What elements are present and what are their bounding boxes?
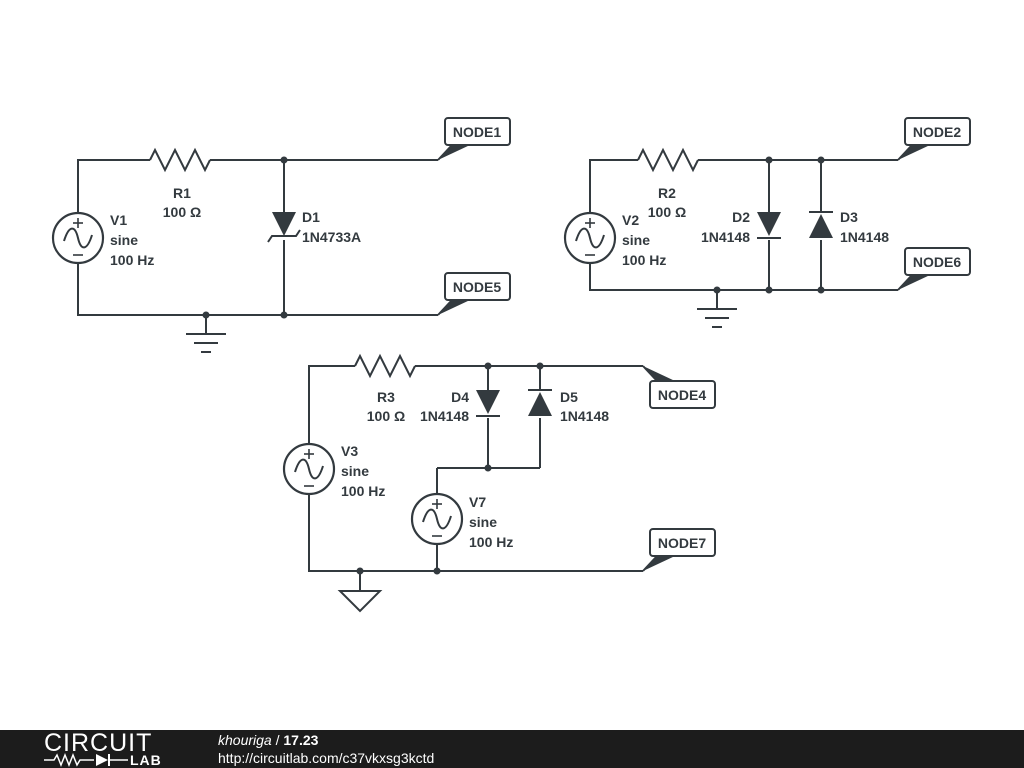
d3-part-label: 1N4148: [840, 229, 889, 245]
v2-name-label: V2: [622, 212, 639, 228]
circuit-title: 17.23: [283, 732, 319, 748]
resistor-r3[interactable]: [354, 353, 416, 379]
ground-symbol-2: [697, 308, 737, 328]
node7-label: NODE7: [658, 535, 706, 551]
resistor-r2[interactable]: [637, 147, 699, 173]
circuitlab-logo[interactable]: CIRCUIT LAB: [44, 731, 174, 767]
node5-label: NODE5: [453, 279, 501, 295]
d1-part-label: 1N4733A: [302, 229, 361, 245]
author-name[interactable]: khouriga: [218, 732, 272, 748]
v3-freq-label: 100 Hz: [341, 483, 385, 499]
resistor-r1[interactable]: [149, 147, 211, 173]
v1-name-label: V1: [110, 212, 127, 228]
r2-name-label: R2: [658, 185, 676, 201]
voltage-source-v3[interactable]: [282, 442, 336, 496]
d4-name-label: D4: [451, 389, 469, 405]
diode-d1[interactable]: [267, 212, 301, 243]
diode-d4[interactable]: [476, 390, 500, 417]
v1-type-label: sine: [110, 232, 138, 248]
credit-line: khouriga / 17.23: [218, 731, 318, 749]
d2-name-label: D2: [732, 209, 750, 225]
diode-d3[interactable]: [809, 211, 833, 238]
r3-value-label: 100 Ω: [367, 408, 405, 424]
logo-circuit-text: CIRCUIT: [44, 729, 153, 757]
credit-separator: /: [271, 732, 284, 748]
d4-part-label: 1N4148: [420, 408, 469, 424]
r3-name-label: R3: [377, 389, 395, 405]
r1-value-label: 100 Ω: [163, 204, 201, 220]
d5-part-label: 1N4148: [560, 408, 609, 424]
circuit-2-wires: [589, 159, 898, 309]
v7-type-label: sine: [469, 514, 497, 530]
diode-d5[interactable]: [528, 389, 552, 416]
voltage-source-v7[interactable]: [410, 492, 464, 546]
v7-name-label: V7: [469, 494, 486, 510]
ground-symbol-1: [186, 333, 226, 353]
v3-name-label: V3: [341, 443, 358, 459]
d3-name-label: D3: [840, 209, 858, 225]
v2-type-label: sine: [622, 232, 650, 248]
diode-d2[interactable]: [757, 212, 781, 239]
logo-lab-text: LAB: [130, 752, 162, 768]
node6-label: NODE6: [913, 254, 961, 270]
ground-triangle-3: [337, 590, 383, 613]
node4-label: NODE4: [658, 387, 706, 403]
v1-freq-label: 100 Hz: [110, 252, 154, 268]
v3-type-label: sine: [341, 463, 369, 479]
v7-freq-label: 100 Hz: [469, 534, 513, 550]
d1-name-label: D1: [302, 209, 320, 225]
node7-flag[interactable]: [642, 528, 716, 572]
voltage-source-v2[interactable]: [563, 211, 617, 265]
d5-name-label: D5: [560, 389, 578, 405]
node1-label: NODE1: [453, 124, 501, 140]
v2-freq-label: 100 Hz: [622, 252, 666, 268]
junction-dots: [202, 156, 825, 575]
resistor-diode-logo-icon: [44, 753, 128, 767]
node6-flag[interactable]: [897, 247, 971, 291]
node2-label: NODE2: [913, 124, 961, 140]
footer-bar: [0, 730, 1024, 768]
schematic-canvas: R1 100 Ω V1 sine 100 Hz D1 1N4733A R2 10…: [51, 117, 971, 613]
circuit-url-link[interactable]: http://circuitlab.com/c37vkxsg3kctd: [218, 750, 435, 766]
node5-flag[interactable]: [437, 272, 511, 316]
r2-value-label: 100 Ω: [648, 204, 686, 220]
voltage-source-v1[interactable]: [51, 211, 105, 265]
r1-name-label: R1: [173, 185, 191, 201]
d2-part-label: 1N4148: [701, 229, 750, 245]
